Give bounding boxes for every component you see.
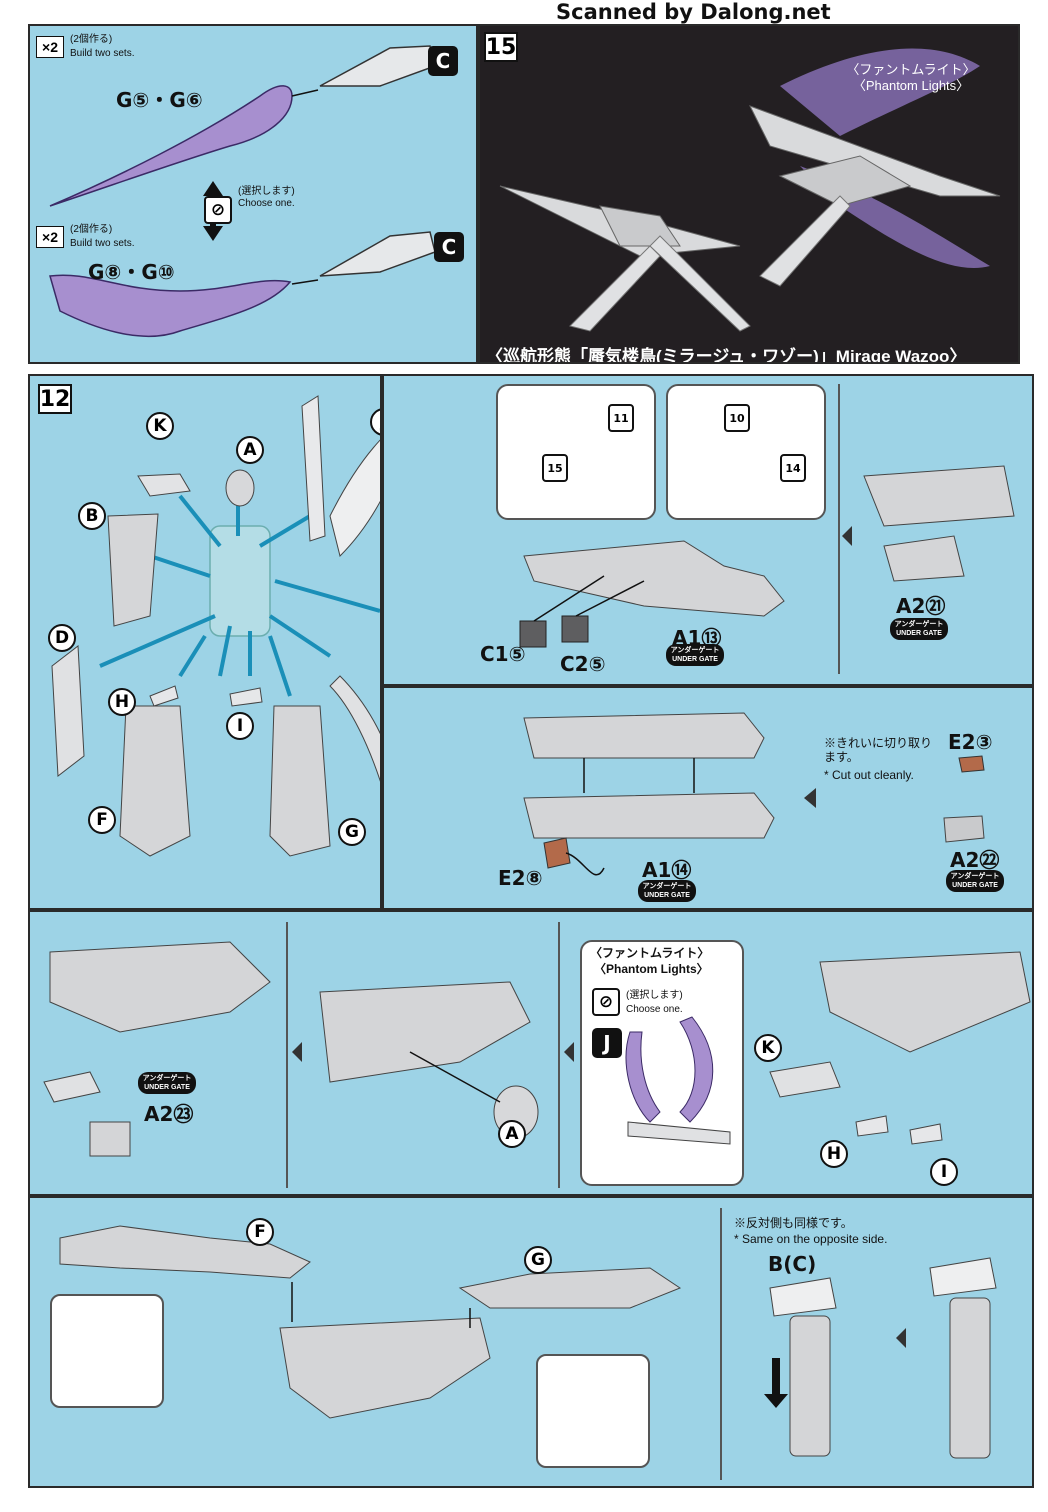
part-e2-8: E2⑧ xyxy=(498,866,543,890)
part-c-label: C xyxy=(428,46,458,76)
x2-badge: ×2 xyxy=(36,36,64,58)
label-h: H xyxy=(108,688,136,716)
set2-parts: G⑧・G⑩ xyxy=(88,260,175,284)
choose-icon-2: ⊘ xyxy=(592,988,620,1016)
phantom-jp: 〈ファントムライト〉 xyxy=(846,62,976,77)
opposite-side-en: * Same on the opposite side. xyxy=(734,1232,888,1246)
cut-note-jp: ※きれいに切り取ります。 xyxy=(824,736,933,764)
callout-right-ref-10: 10 xyxy=(724,404,750,432)
phantom-en: 〈Phantom Lights〉 xyxy=(852,78,970,93)
phantom-light-illustration xyxy=(625,1016,731,1145)
step15-panel: 15 〈ファントムライト〉 〈Phantom Lights〉 〈巡航形態「蜃気楼… xyxy=(478,24,1020,364)
part-e2-3: E2③ xyxy=(948,730,993,754)
bc-label: B(C) xyxy=(768,1252,817,1276)
row3-label-j: J xyxy=(592,1028,622,1058)
callout-left-ref-15: 15 xyxy=(542,454,568,482)
detail-box-right xyxy=(536,1354,650,1468)
row3-label-i: I xyxy=(930,1158,958,1186)
part-c1-5: C1⑤ xyxy=(480,642,526,666)
row4-label-g: G xyxy=(524,1246,552,1274)
part-a2-21: A2㉑ xyxy=(896,594,946,618)
step15-number: 15 xyxy=(484,32,518,62)
mirage-wazoo-caption: 〈巡航形態「蜃気楼鳥(ミラージュ・ワゾー)」Mirage Wazoo〉 xyxy=(486,347,967,364)
row3-label-a: A xyxy=(498,1120,526,1148)
label-a: A xyxy=(236,436,264,464)
detail-box-left xyxy=(50,1294,164,1408)
row3-label-h: H xyxy=(820,1140,848,1168)
callout-right xyxy=(666,384,826,520)
label-b: B xyxy=(78,502,106,530)
substep-divider xyxy=(838,384,840,674)
scanner-credit: Scanned by Dalong.net xyxy=(556,0,831,24)
row4-divider xyxy=(720,1208,722,1480)
exploded-view xyxy=(51,395,380,857)
mirage-wazoo-illustration xyxy=(499,48,1001,332)
set1-parts: G⑤・G⑥ xyxy=(116,88,203,112)
step12-number: 12 xyxy=(38,384,72,414)
part-c-label-2: C xyxy=(434,232,464,262)
choose-jp: (選択します) xyxy=(238,186,295,197)
build-jp: (2個作る) xyxy=(70,34,113,45)
opposite-side-jp: ※反対側も同様です。 xyxy=(734,1216,853,1230)
cut-note-en: * Cut out cleanly. xyxy=(824,768,914,782)
step12-panel: 12 K A J B C D xyxy=(28,374,382,910)
build-jp-2: (2個作る) xyxy=(70,224,113,235)
substep-2-illustration xyxy=(523,712,985,876)
label-g: G xyxy=(338,818,366,846)
choose-icon: ⊘ xyxy=(204,196,232,224)
callout-left-ref-11: 11 xyxy=(608,404,634,432)
part-a1-14: A1⑭ xyxy=(642,858,692,882)
substep-1-illustration xyxy=(519,465,1015,648)
row3-divider-1 xyxy=(286,922,288,1188)
substep-4-illustration xyxy=(59,1225,997,1459)
label-i: I xyxy=(226,712,254,740)
choose-jp-2: (選択します) xyxy=(626,990,683,1001)
weapon-options-panel: ×2 (2個作る) Build two sets. G⑤・G⑥ C ⊘ (選択し… xyxy=(28,24,478,364)
row3-divider-2 xyxy=(558,922,560,1188)
phantom-title-en: 〈Phantom Lights〉 xyxy=(594,962,709,976)
build-en-2: Build two sets. xyxy=(70,238,135,249)
choose-en-2: Choose one. xyxy=(626,1004,683,1015)
row3-label-k: K xyxy=(754,1034,782,1062)
x2-badge-2: ×2 xyxy=(36,226,64,248)
row4-label-f: F xyxy=(246,1218,274,1246)
label-f: F xyxy=(88,806,116,834)
part-a2-23: A2㉓ xyxy=(144,1102,194,1126)
choose-en: Choose one. xyxy=(238,198,295,209)
part-a2-22: A2㉒ xyxy=(950,848,1000,872)
phantom-callout xyxy=(580,940,744,1186)
label-d: D xyxy=(48,624,76,652)
substep-3-illustration xyxy=(43,941,1031,1157)
substep-4-panel: F G ※反対側も同様です。 * Same on the opposite si… xyxy=(28,1196,1034,1488)
part-c2-5: C2⑤ xyxy=(560,652,606,676)
callout-right-ref-14: 14 xyxy=(780,454,806,482)
build-en: Build two sets. xyxy=(70,48,135,59)
label-k: K xyxy=(146,412,174,440)
phantom-title-jp: 〈ファントムライト〉 xyxy=(590,946,710,960)
